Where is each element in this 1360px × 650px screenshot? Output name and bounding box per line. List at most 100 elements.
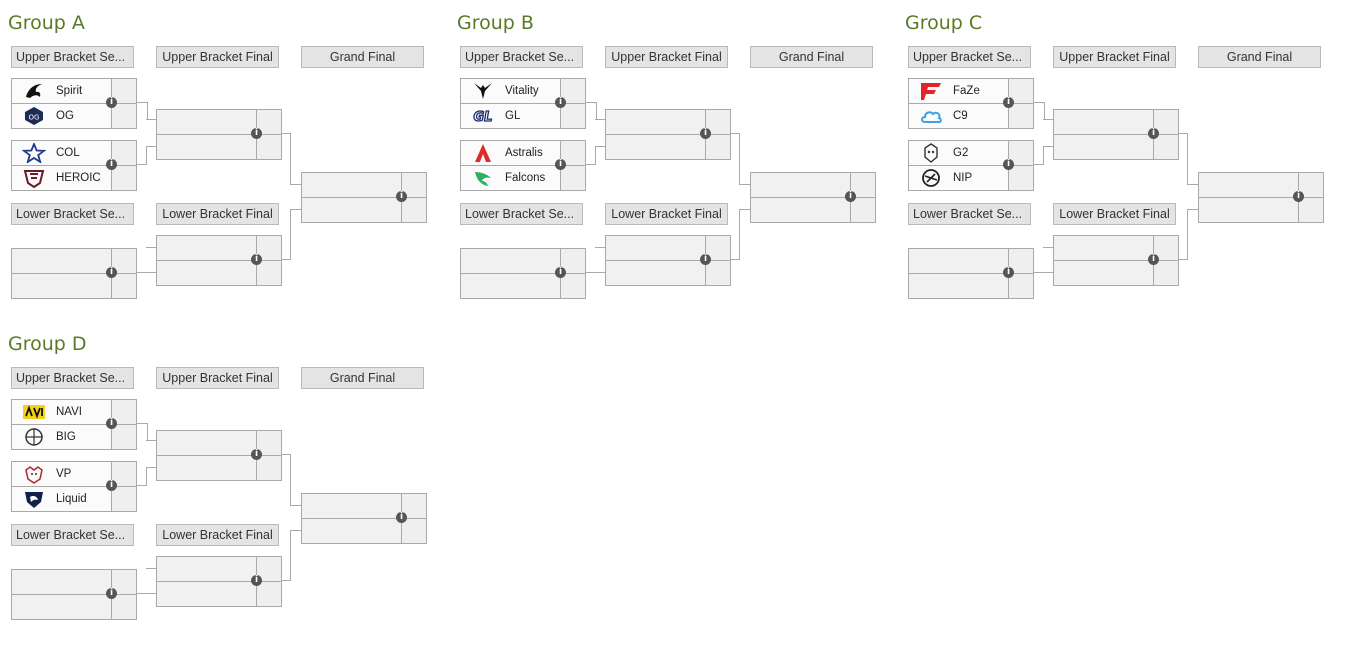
match-lb-semi[interactable]: i — [908, 248, 1034, 299]
team-slot-empty[interactable] — [157, 261, 256, 285]
match-ub-final[interactable]: i — [605, 109, 731, 160]
info-icon[interactable]: i — [555, 267, 566, 278]
info-icon[interactable]: i — [251, 449, 262, 460]
team-slot-empty[interactable] — [1054, 261, 1153, 285]
match-lb-final[interactable]: i — [1053, 235, 1179, 286]
info-icon[interactable]: i — [1003, 97, 1014, 108]
match-ub-final[interactable]: i — [156, 109, 282, 160]
team-slot[interactable]: G2 — [909, 141, 1008, 165]
team-slot[interactable]: Vitality — [461, 79, 560, 103]
team-slot-empty[interactable] — [157, 431, 256, 455]
info-icon[interactable]: i — [1148, 254, 1159, 265]
team-slot-empty[interactable] — [157, 557, 256, 581]
match-ub-semi-2[interactable]: VP Liquid i — [11, 461, 137, 512]
match-ub-semi-1[interactable]: FaZe C9 i — [908, 78, 1034, 129]
team-slot-empty[interactable] — [606, 236, 705, 260]
info-icon[interactable]: i — [396, 512, 407, 523]
team-slot-empty[interactable] — [302, 198, 401, 222]
team-slot-empty[interactable] — [12, 595, 111, 619]
info-icon[interactable]: i — [845, 191, 856, 202]
team-slot-empty[interactable] — [302, 173, 401, 197]
match-lb-final[interactable]: i — [156, 235, 282, 286]
team-slot-empty[interactable] — [157, 582, 256, 606]
big-icon — [22, 427, 46, 447]
team-name: NIP — [953, 172, 973, 184]
match-ub-semi-1[interactable]: NAVI BIG i — [11, 399, 137, 450]
team-slot-empty[interactable] — [461, 274, 560, 298]
info-icon[interactable]: i — [251, 128, 262, 139]
team-slot-empty[interactable] — [1054, 236, 1153, 260]
match-grand-final[interactable]: i — [301, 172, 427, 223]
match-lb-final[interactable]: i — [605, 235, 731, 286]
match-grand-final[interactable]: i — [750, 172, 876, 223]
team-slot-empty[interactable] — [302, 519, 401, 543]
bracket-connector — [146, 568, 156, 570]
team-slot-empty[interactable] — [751, 198, 850, 222]
info-icon[interactable]: i — [106, 97, 117, 108]
team-slot-empty[interactable] — [606, 135, 705, 159]
header-upper-bracket-semis: Upper Bracket Se... — [11, 367, 134, 389]
info-icon[interactable]: i — [251, 575, 262, 586]
team-slot-empty[interactable] — [157, 135, 256, 159]
info-icon[interactable]: i — [555, 159, 566, 170]
match-ub-semi-1[interactable]: Spirit OG OG i — [11, 78, 137, 129]
match-ub-semi-2[interactable]: G2 NIP i — [908, 140, 1034, 191]
info-icon[interactable]: i — [106, 267, 117, 278]
team-slot-empty[interactable] — [1199, 198, 1298, 222]
team-slot-empty[interactable] — [606, 261, 705, 285]
match-ub-semi-1[interactable]: Vitality GL GL i — [460, 78, 586, 129]
team-slot-empty[interactable] — [157, 456, 256, 480]
team-slot-empty[interactable] — [606, 110, 705, 134]
team-slot[interactable]: COL — [12, 141, 111, 165]
team-slot[interactable]: NAVI — [12, 400, 111, 424]
team-slot-empty[interactable] — [1054, 135, 1153, 159]
team-slot[interactable]: OG OG — [12, 104, 111, 128]
team-slot-empty[interactable] — [12, 274, 111, 298]
team-slot[interactable]: VP — [12, 462, 111, 486]
info-icon[interactable]: i — [1293, 191, 1304, 202]
info-icon[interactable]: i — [700, 128, 711, 139]
team-slot[interactable]: Liquid — [12, 487, 111, 511]
info-icon[interactable]: i — [1003, 159, 1014, 170]
info-icon[interactable]: i — [1003, 267, 1014, 278]
info-icon[interactable]: i — [396, 191, 407, 202]
info-icon[interactable]: i — [251, 254, 262, 265]
match-lb-semi[interactable]: i — [11, 569, 137, 620]
team-slot-empty[interactable] — [12, 570, 111, 594]
team-slot-empty[interactable] — [12, 249, 111, 273]
info-icon[interactable]: i — [1148, 128, 1159, 139]
team-slot[interactable]: NIP — [909, 166, 1008, 190]
team-slot[interactable]: Astralis — [461, 141, 560, 165]
team-slot-empty[interactable] — [1054, 110, 1153, 134]
team-slot-empty[interactable] — [302, 494, 401, 518]
team-slot[interactable]: HEROIC — [12, 166, 111, 190]
team-slot-empty[interactable] — [1199, 173, 1298, 197]
info-icon[interactable]: i — [700, 254, 711, 265]
team-slot[interactable]: Falcons — [461, 166, 560, 190]
match-ub-final[interactable]: i — [156, 430, 282, 481]
team-slot-empty[interactable] — [909, 249, 1008, 273]
info-icon[interactable]: i — [555, 97, 566, 108]
info-icon[interactable]: i — [106, 480, 117, 491]
match-ub-semi-2[interactable]: Astralis Falcons i — [460, 140, 586, 191]
team-slot-empty[interactable] — [157, 110, 256, 134]
team-slot-empty[interactable] — [909, 274, 1008, 298]
match-lb-semi[interactable]: i — [11, 248, 137, 299]
match-grand-final[interactable]: i — [1198, 172, 1324, 223]
team-slot[interactable]: BIG — [12, 425, 111, 449]
info-icon[interactable]: i — [106, 588, 117, 599]
team-slot[interactable]: GL GL — [461, 104, 560, 128]
team-slot-empty[interactable] — [461, 249, 560, 273]
match-lb-final[interactable]: i — [156, 556, 282, 607]
match-grand-final[interactable]: i — [301, 493, 427, 544]
match-ub-semi-2[interactable]: COL HEROIC i — [11, 140, 137, 191]
info-icon[interactable]: i — [106, 418, 117, 429]
match-lb-semi[interactable]: i — [460, 248, 586, 299]
team-slot-empty[interactable] — [157, 236, 256, 260]
team-slot[interactable]: C9 — [909, 104, 1008, 128]
info-icon[interactable]: i — [106, 159, 117, 170]
team-slot[interactable]: FaZe — [909, 79, 1008, 103]
match-ub-final[interactable]: i — [1053, 109, 1179, 160]
team-slot-empty[interactable] — [751, 173, 850, 197]
team-slot[interactable]: Spirit — [12, 79, 111, 103]
